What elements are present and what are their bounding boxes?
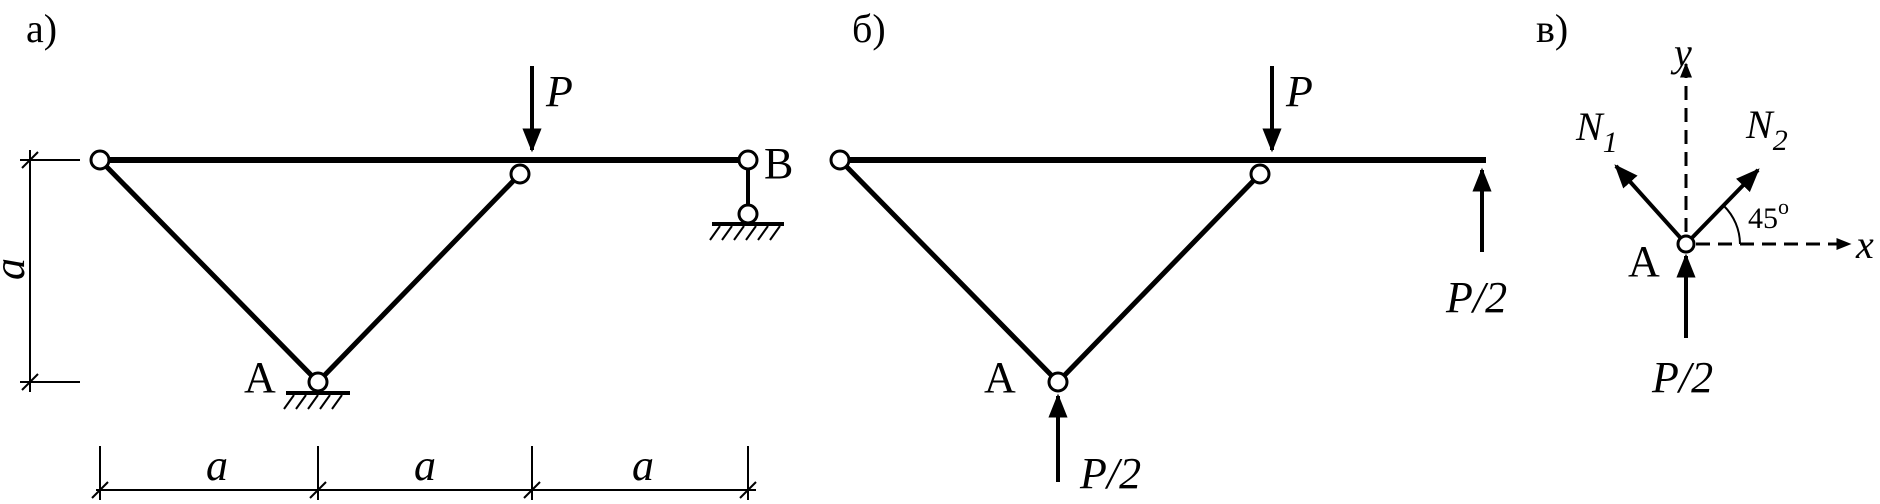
- support-A: [283, 371, 350, 410]
- span-dim-3: a: [632, 441, 654, 490]
- reaction-label-c: P/2: [1651, 353, 1713, 402]
- node-B-label: B: [764, 139, 793, 188]
- hinge-right-b: [1249, 163, 1271, 185]
- span-dim-2: a: [414, 441, 436, 490]
- height-dimension: [20, 150, 80, 392]
- panel-c: в) y x N1 N2 45o A P/2: [1536, 6, 1874, 402]
- panel-c-label: в): [1536, 6, 1568, 51]
- span-dim-1: a: [206, 441, 228, 490]
- panel-a: а) B: [0, 6, 793, 500]
- left-diagonal-b: [838, 158, 1060, 384]
- panel-b-label: б): [852, 6, 886, 51]
- x-axis-label: x: [1855, 222, 1874, 267]
- panel-b: б) A P P/2 P/2: [829, 6, 1507, 498]
- node-A-label-b: A: [984, 353, 1016, 402]
- right-diagonal: [316, 172, 522, 384]
- hinge-right-diagonal: [509, 163, 531, 185]
- node-A-label: A: [244, 353, 276, 402]
- force-N2-label: N2: [1745, 102, 1788, 157]
- right-diagonal-b: [1056, 172, 1262, 384]
- angle-label: 45o: [1748, 194, 1789, 235]
- panel-a-label: а): [26, 6, 57, 51]
- load-P-label: P: [545, 67, 573, 116]
- hinge-left: [89, 149, 111, 171]
- reaction-right-label: P/2: [1445, 273, 1507, 322]
- load-P-label-b: P: [1285, 67, 1313, 116]
- span-dimensions: [91, 446, 757, 500]
- left-diagonal: [98, 158, 320, 384]
- node-A-c: [1676, 234, 1696, 254]
- reaction-bottom-label: P/2: [1079, 449, 1141, 498]
- y-axis-label: y: [1670, 30, 1692, 75]
- support-B: [709, 149, 784, 241]
- force-N1-arrow: [1614, 164, 1688, 246]
- force-N2-arrow: [1684, 168, 1760, 246]
- height-dim-label: a: [0, 258, 34, 280]
- node-A-label-c: A: [1628, 237, 1660, 286]
- hinge-left-b: [829, 149, 851, 171]
- angle-arc: [1723, 205, 1741, 245]
- node-A-b: [1047, 371, 1069, 393]
- force-N1-label: N1: [1575, 104, 1618, 159]
